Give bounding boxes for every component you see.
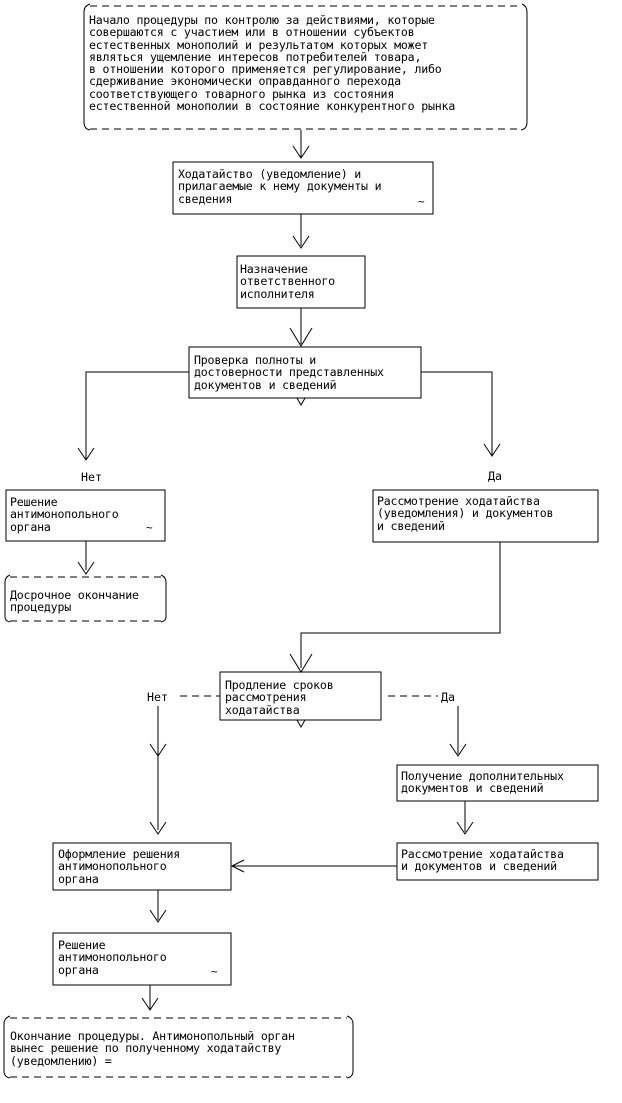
- arrowhead: [292, 235, 310, 249]
- document-tilde-mark: ~: [418, 195, 425, 208]
- review2-node-text: Рассмотрение ходатайства и документов и …: [401, 847, 564, 874]
- arrowhead: [289, 327, 313, 347]
- document-tilde-mark: ~: [211, 965, 218, 978]
- extend-bottom-mark: [296, 719, 306, 729]
- decision-final-node-text: Решение антимонопольного органа: [58, 938, 167, 977]
- early-end-node-text: Досрочное окончание процедуры: [10, 588, 139, 615]
- arrowhead: [456, 821, 474, 835]
- check-bottom-mark: [296, 397, 306, 407]
- no-label-check: Нет: [80, 470, 103, 484]
- arrowhead: [149, 821, 167, 835]
- formalize-box: [52, 842, 232, 891]
- start-terminator-shape: [83, 3, 528, 131]
- decision-early-node-text: Решение антимонопольного органа: [10, 495, 119, 534]
- review-node-text: Рассмотрение ходатайства (уведомления) и…: [377, 494, 554, 533]
- document-tilde-mark: ~: [146, 521, 153, 534]
- arrowhead: [149, 909, 167, 923]
- connector-review-extend: [300, 542, 501, 668]
- formalize-node-text: Оформление решения антимонопольного орга…: [58, 847, 181, 886]
- petition-node-text: Ходатайство (уведомление) и прилагаемые …: [178, 167, 382, 206]
- get-docs-node-text: Получение дополнительных документов и св…: [401, 769, 564, 796]
- check-node-text: Проверка полноты и достоверности предста…: [194, 353, 384, 392]
- connector-check-no: [85, 371, 189, 460]
- review2-box: [396, 842, 599, 881]
- arrowhead: [77, 561, 95, 575]
- early-end-terminator-shape: [4, 574, 167, 623]
- assign-node-text: Назначение ответственного исполнителя: [240, 262, 335, 301]
- arrowhead: [449, 743, 467, 757]
- arrowhead: [77, 447, 95, 461]
- extend-node-text: Продление сроков рассмотрения ходатайств…: [225, 678, 334, 717]
- arrowhead: [230, 859, 245, 873]
- petition-box: [172, 161, 434, 215]
- decision-final-box: [52, 932, 232, 986]
- arrowhead: [141, 997, 159, 1011]
- review-box: [372, 489, 599, 543]
- start-node-text: Начало процедуры по контролю за действия…: [89, 13, 456, 114]
- end-node-text: Окончание процедуры. Антимонопольный орг…: [10, 1029, 295, 1068]
- get-docs-box: [396, 764, 599, 802]
- arrowhead: [483, 443, 501, 457]
- arrowhead: [149, 743, 167, 757]
- no-label-extend: Нет: [146, 690, 169, 704]
- connector-check-yes: [421, 371, 493, 455]
- yes-label-check: Да: [487, 469, 503, 483]
- end-terminator-shape: [3, 1015, 354, 1079]
- arrowhead: [292, 145, 310, 159]
- yes-label-extend: Да: [440, 690, 456, 704]
